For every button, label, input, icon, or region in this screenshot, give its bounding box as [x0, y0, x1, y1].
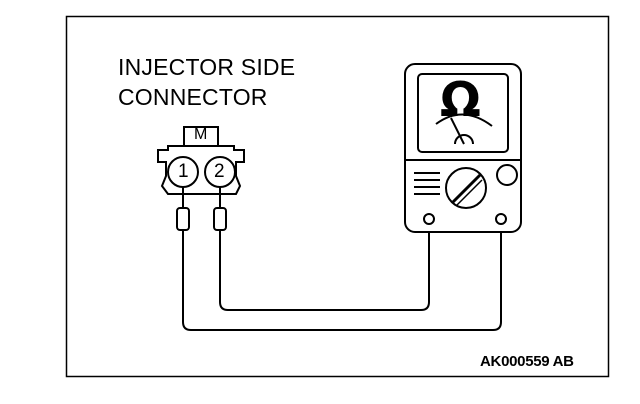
meter-jack-left — [423, 213, 435, 225]
lead-pin-2-to-meter — [219, 224, 430, 311]
ohmmeter — [404, 63, 522, 233]
connector-marker-label: M — [194, 126, 208, 143]
connector-body — [157, 126, 245, 195]
test-leads — [182, 224, 502, 331]
figure-code: AK000559 AB — [480, 353, 574, 370]
ohm-icon: Ω — [440, 72, 481, 128]
probe-1 — [176, 207, 190, 231]
diagram-title-line-2: CONNECTOR — [118, 84, 268, 110]
range-markings — [414, 172, 440, 195]
meter-needle — [450, 117, 465, 145]
meter-display — [417, 73, 509, 153]
test-probes — [176, 187, 227, 231]
zero-adjust-dial — [496, 164, 518, 186]
lead-pin-1-to-meter — [182, 224, 502, 331]
pin-2-label: 2 — [214, 161, 225, 182]
diagram-title-line-1: INJECTOR SIDE — [118, 54, 296, 80]
probe-2 — [213, 207, 227, 231]
pin-1-label: 1 — [178, 161, 189, 182]
figure-frame — [65, 15, 610, 378]
meter-jack-right — [495, 213, 507, 225]
meter-scale — [435, 113, 493, 127]
